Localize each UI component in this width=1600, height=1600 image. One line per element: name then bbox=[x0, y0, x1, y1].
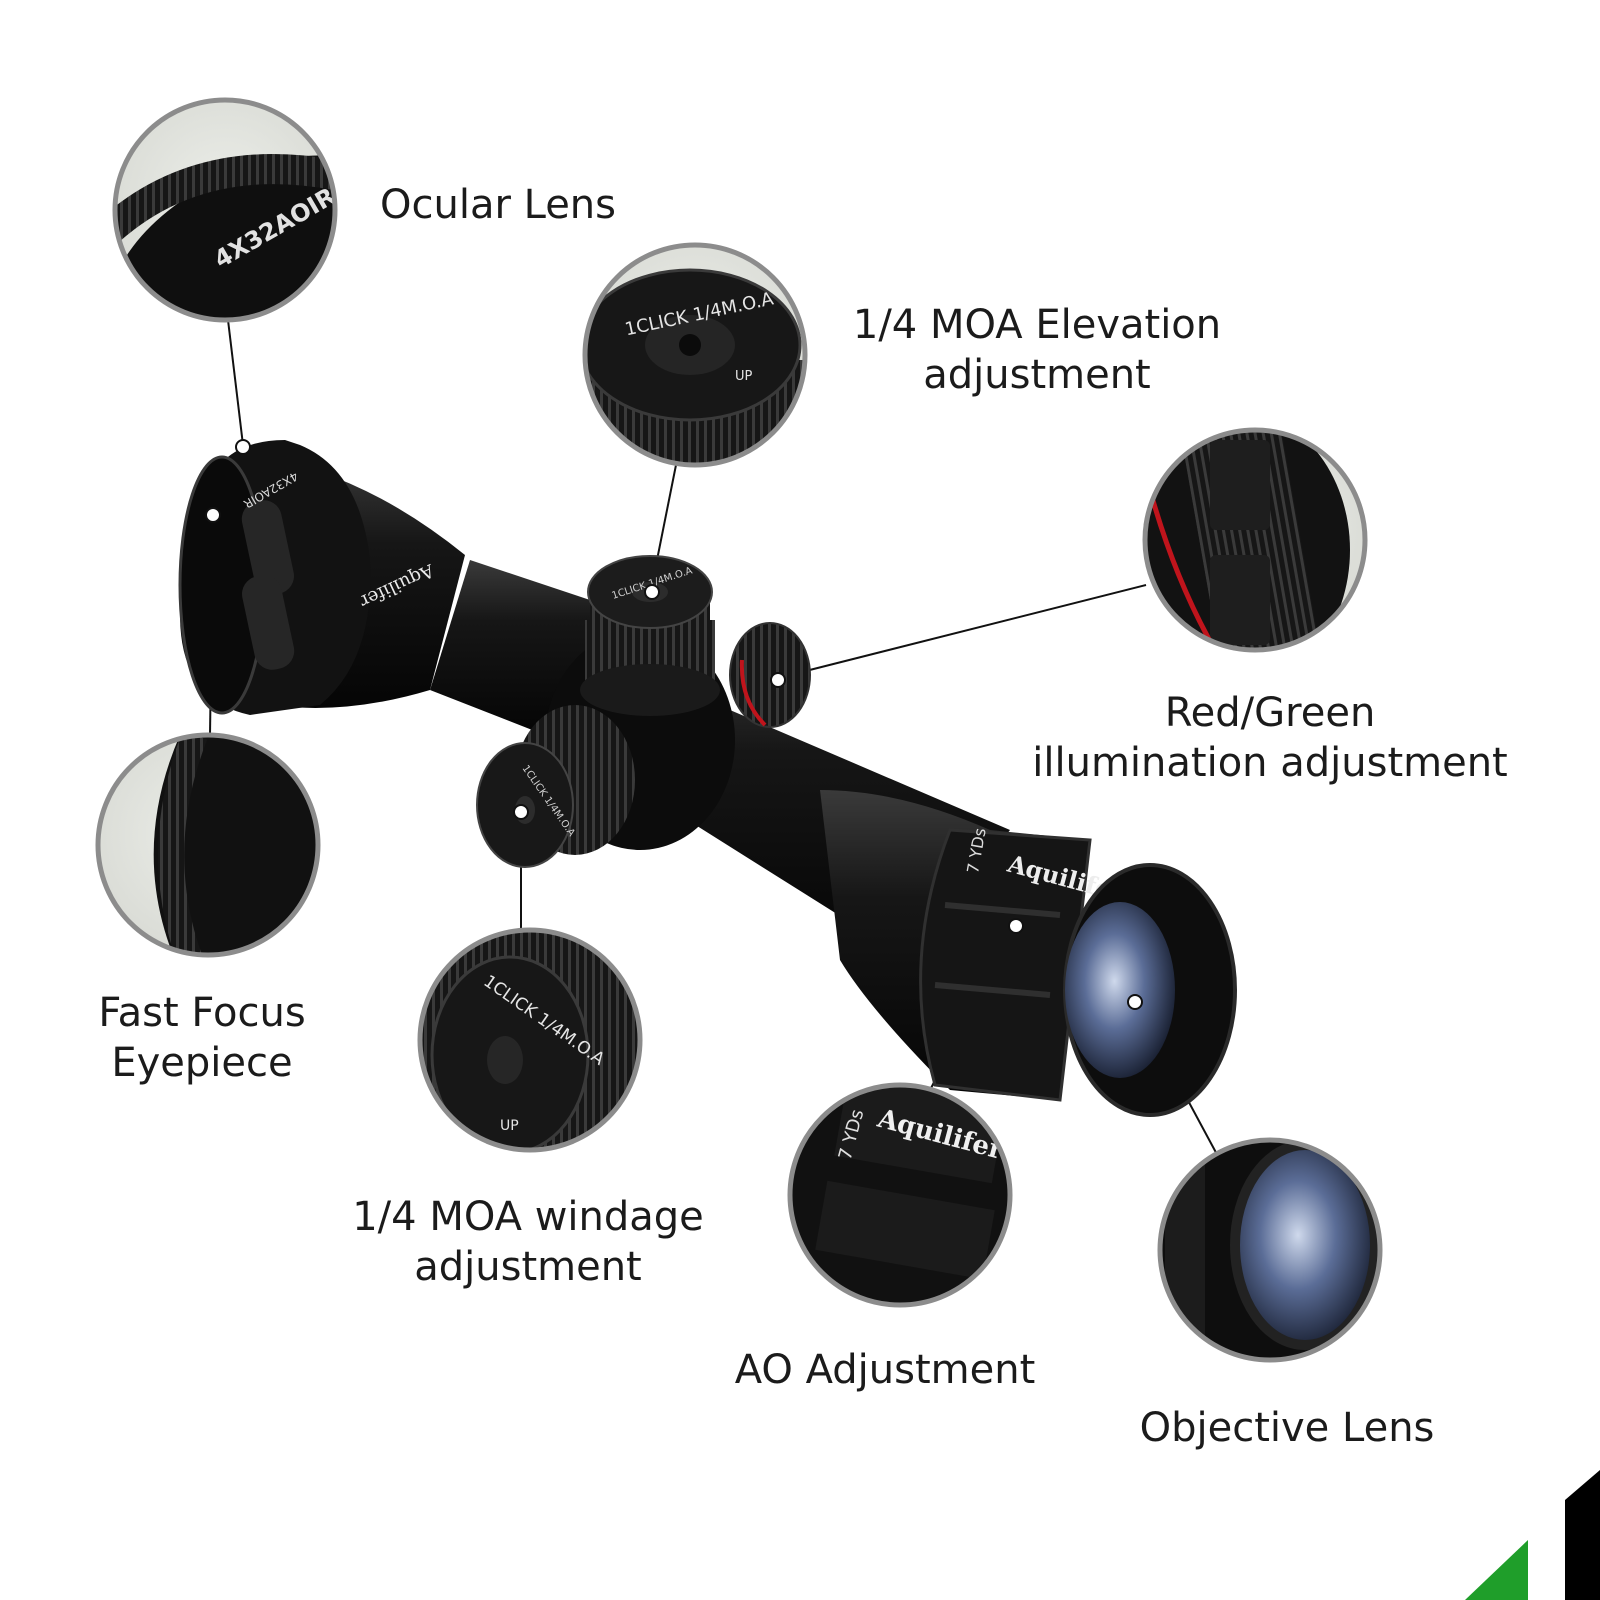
callout-ocular-ring bbox=[112, 97, 338, 323]
label-windage: 1/4 MOA windage adjustment bbox=[352, 1194, 704, 1290]
eyepiece-slot bbox=[242, 575, 295, 670]
dot-elevation bbox=[644, 584, 660, 600]
elevation-turret-ring bbox=[580, 664, 720, 716]
scope: 4X32AOIR Aquilifer 1CLICK 1/4M.O.A 1CLIC… bbox=[178, 440, 1237, 1117]
dot-illumination bbox=[770, 672, 786, 688]
callout-windage-ring bbox=[417, 927, 643, 1153]
callout-ao-bubble: Aquilifer 7 YDs bbox=[787, 1082, 1013, 1308]
callout-elevation-bubble: 1CLICK 1/4M.O.A UP bbox=[582, 242, 808, 468]
label-fast-focus: Fast Focus Eyepiece bbox=[98, 990, 306, 1086]
label-objective-lens: Objective Lens bbox=[1139, 1405, 1435, 1451]
callout-objective-bubble bbox=[1157, 1137, 1383, 1363]
eyepiece-slot bbox=[241, 500, 294, 595]
corner-green-triangle bbox=[1465, 1540, 1528, 1600]
label-elevation: 1/4 MOA Elevation adjustment bbox=[852, 302, 1222, 398]
dot-ao bbox=[1008, 918, 1024, 934]
dot-objective bbox=[1127, 994, 1143, 1010]
callout-illumination-ring bbox=[1142, 427, 1368, 653]
objective-glass bbox=[1065, 902, 1175, 1078]
elevation-bubble-up: UP bbox=[735, 369, 753, 384]
dot-windage bbox=[513, 804, 529, 820]
callout-ocular-bubble: 4X32AOIR bbox=[112, 97, 338, 323]
dot-focus bbox=[205, 507, 221, 523]
callout-objective-ring bbox=[1157, 1137, 1383, 1363]
callout-ao-ring bbox=[787, 1082, 1013, 1308]
anchor-dots bbox=[205, 439, 1143, 1010]
label-ocular-lens: Ocular Lens bbox=[380, 182, 616, 228]
label-illumination: Red/Green illumination adjustment bbox=[1032, 690, 1508, 786]
ao-ring bbox=[919, 828, 1092, 1102]
callout-focus-bubble bbox=[95, 732, 321, 958]
callout-focus-ring bbox=[95, 732, 321, 958]
windage-bubble-up: UP bbox=[500, 1118, 519, 1134]
callout-windage-bubble: 1CLICK 1/4M.O.A UP bbox=[417, 927, 643, 1153]
ao-grip bbox=[934, 982, 1051, 998]
leader-ocular bbox=[227, 319, 244, 446]
ao-grip bbox=[944, 902, 1061, 918]
corner-black-shape bbox=[1565, 1470, 1600, 1600]
illumination-red-ring bbox=[739, 659, 767, 727]
leader-illumination bbox=[777, 584, 1147, 679]
label-ao: AO Adjustment bbox=[734, 1347, 1036, 1393]
callout-elevation-ring bbox=[582, 242, 808, 468]
callout-illumination-bubble bbox=[1142, 427, 1368, 653]
dot-ocular bbox=[235, 439, 251, 455]
